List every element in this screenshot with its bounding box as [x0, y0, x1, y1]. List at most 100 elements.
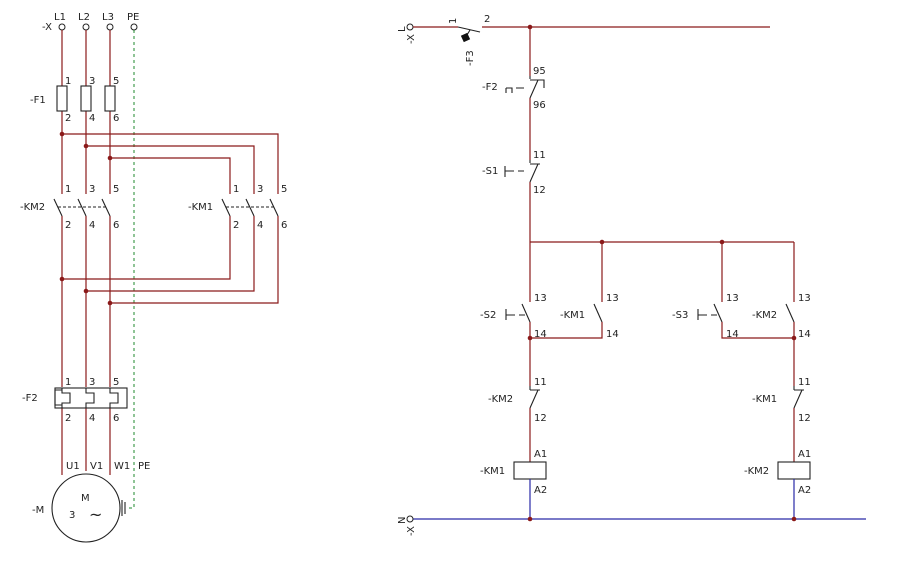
power-circuit: -X L1 L2 L3 PE [20, 12, 287, 543]
s2-device-label: -S2 [480, 310, 496, 321]
start-button-s2[interactable]: -S2 13 14 [480, 293, 547, 340]
supply-n: N -X [397, 515, 417, 536]
km1-coil-a1: A1 [534, 449, 547, 460]
f3-in-label: 1 [448, 18, 459, 24]
motor-earth-mark [121, 500, 126, 516]
km1-device-label: -KM1 [188, 202, 213, 213]
fuse-top-5: 5 [113, 76, 119, 87]
terminal-l1[interactable] [58, 23, 66, 31]
supply-l-device-label: -X [406, 34, 417, 44]
start-button-s3[interactable]: -S3 13 14 [672, 293, 739, 340]
s3-in-label: 13 [726, 293, 739, 304]
fuse-f1[interactable]: -F1 1 3 5 2 4 6 [30, 76, 119, 124]
km2-top-1: 1 [65, 184, 71, 195]
f2-aux-in-label: 95 [533, 66, 546, 77]
motor-term-pe: PE [138, 461, 150, 472]
terminal-label-l2: L2 [78, 12, 90, 23]
hold-contact-km1[interactable]: -KM1 13 14 [560, 293, 619, 340]
km2-device-label: -KM2 [20, 202, 45, 213]
node [719, 239, 725, 245]
overload-top-1: 1 [65, 377, 71, 388]
km1-nc-device-label: -KM1 [752, 394, 777, 405]
supply-n-device-label: -X [406, 526, 417, 536]
coil-km2[interactable]: -KM2 A1 A2 [744, 449, 811, 496]
km2-bottom-4: 4 [89, 220, 95, 231]
fuse-bottom-2: 2 [65, 113, 71, 124]
overload-heater-3 [109, 388, 119, 408]
km1-hold-out-label: 14 [606, 329, 619, 340]
node [83, 288, 89, 294]
km1-coil-box [513, 461, 547, 480]
interlock-km2-nc[interactable]: -KM2 11 12 [488, 377, 547, 424]
km1-coil-a2: A2 [534, 485, 547, 496]
overload-top-3: 3 [89, 377, 95, 388]
km2-top-3: 3 [89, 184, 95, 195]
km2-nc-device-label: -KM2 [488, 394, 513, 405]
hold-contact-km2[interactable]: -KM2 13 14 [752, 293, 811, 340]
s1-device-label: -S1 [482, 166, 498, 177]
km2-hold-in-label: 13 [798, 293, 811, 304]
overload-relay-f2[interactable]: -F2 1 3 5 2 4 6 [22, 377, 128, 424]
motor-device-label: -M [32, 505, 44, 516]
node [59, 276, 65, 282]
f2-aux-out-label: 96 [533, 100, 546, 111]
overload-body [54, 387, 128, 409]
node [527, 516, 533, 522]
km2-hold-device-label: -KM2 [752, 310, 777, 321]
terminal-n[interactable] [406, 515, 414, 523]
f2-aux-device-label: -F2 [482, 82, 498, 93]
fuse-element-3 [104, 85, 116, 112]
contactor-km1-main[interactable]: -KM1 1 3 5 2 4 6 [188, 184, 287, 231]
pe-wire [126, 30, 135, 509]
km1-nc-in-label: 11 [798, 377, 811, 388]
motor-phase-count: 3 [69, 510, 75, 521]
km2-hold-symbol [785, 303, 795, 323]
contactor-km2-main[interactable]: -KM2 1 3 5 2 4 6 [20, 184, 119, 231]
motor-term-u1: U1 [66, 461, 80, 472]
supply-terminal-strip: -X L1 L2 L3 PE [42, 12, 139, 33]
motor-letter: M [81, 493, 90, 504]
km2-bottom-2: 2 [65, 220, 71, 231]
motor-term-v1: V1 [90, 461, 103, 472]
terminal-l2[interactable] [82, 23, 90, 31]
supply-l-term-label: L [397, 26, 408, 32]
overload-bottom-6: 6 [113, 413, 119, 424]
km1-coil-device-label: -KM1 [480, 466, 505, 477]
overload-aux-f2[interactable]: -F2 95 96 [482, 66, 546, 111]
terminal-pe[interactable] [130, 23, 138, 31]
km2-nc-in-label: 11 [534, 377, 547, 388]
node [599, 239, 605, 245]
km2-contact-blades [53, 198, 111, 217]
s3-device-label: -S3 [672, 310, 688, 321]
f3-blade [457, 26, 481, 33]
fuse-bottom-4: 4 [89, 113, 95, 124]
motor-circle [51, 473, 121, 543]
terminal-label-l3: L3 [102, 12, 114, 23]
coil-km1[interactable]: -KM1 A1 A2 [480, 449, 547, 496]
fuse-device-label: -F1 [30, 95, 46, 106]
breaker-f3[interactable]: 1 2 -F3 [448, 14, 490, 66]
node [107, 155, 113, 161]
km1-top-1: 1 [233, 184, 239, 195]
fuse-bottom-6: 6 [113, 113, 119, 124]
s1-symbol [504, 160, 540, 183]
km2-hold-out-label: 14 [798, 329, 811, 340]
s3-out-label: 14 [726, 329, 739, 340]
motor-m[interactable]: -M U1 V1 W1 PE M 3 ~ [32, 461, 150, 543]
fuse-element-1 [56, 85, 68, 112]
supply-n-term-label: N [397, 517, 408, 524]
f3-device-label: -F3 [465, 50, 476, 66]
s2-in-label: 13 [534, 293, 547, 304]
fuse-element-2 [80, 85, 92, 112]
stop-button-s1[interactable]: -S1 11 12 [482, 150, 546, 196]
km2-nc-symbol [529, 386, 540, 409]
terminal-l3[interactable] [106, 23, 114, 31]
km1-contact-blades [221, 198, 279, 217]
km2-bottom-6: 6 [113, 220, 119, 231]
control-circuit: L -X 1 2 -F3 -F2 95 96 -S1 11 12 [397, 14, 866, 536]
km2-coil-device-label: -KM2 [744, 466, 769, 477]
interlock-km1-nc[interactable]: -KM1 11 12 [752, 377, 811, 424]
f2-aux-symbol [505, 76, 545, 99]
km1-hold-symbol [593, 303, 603, 323]
